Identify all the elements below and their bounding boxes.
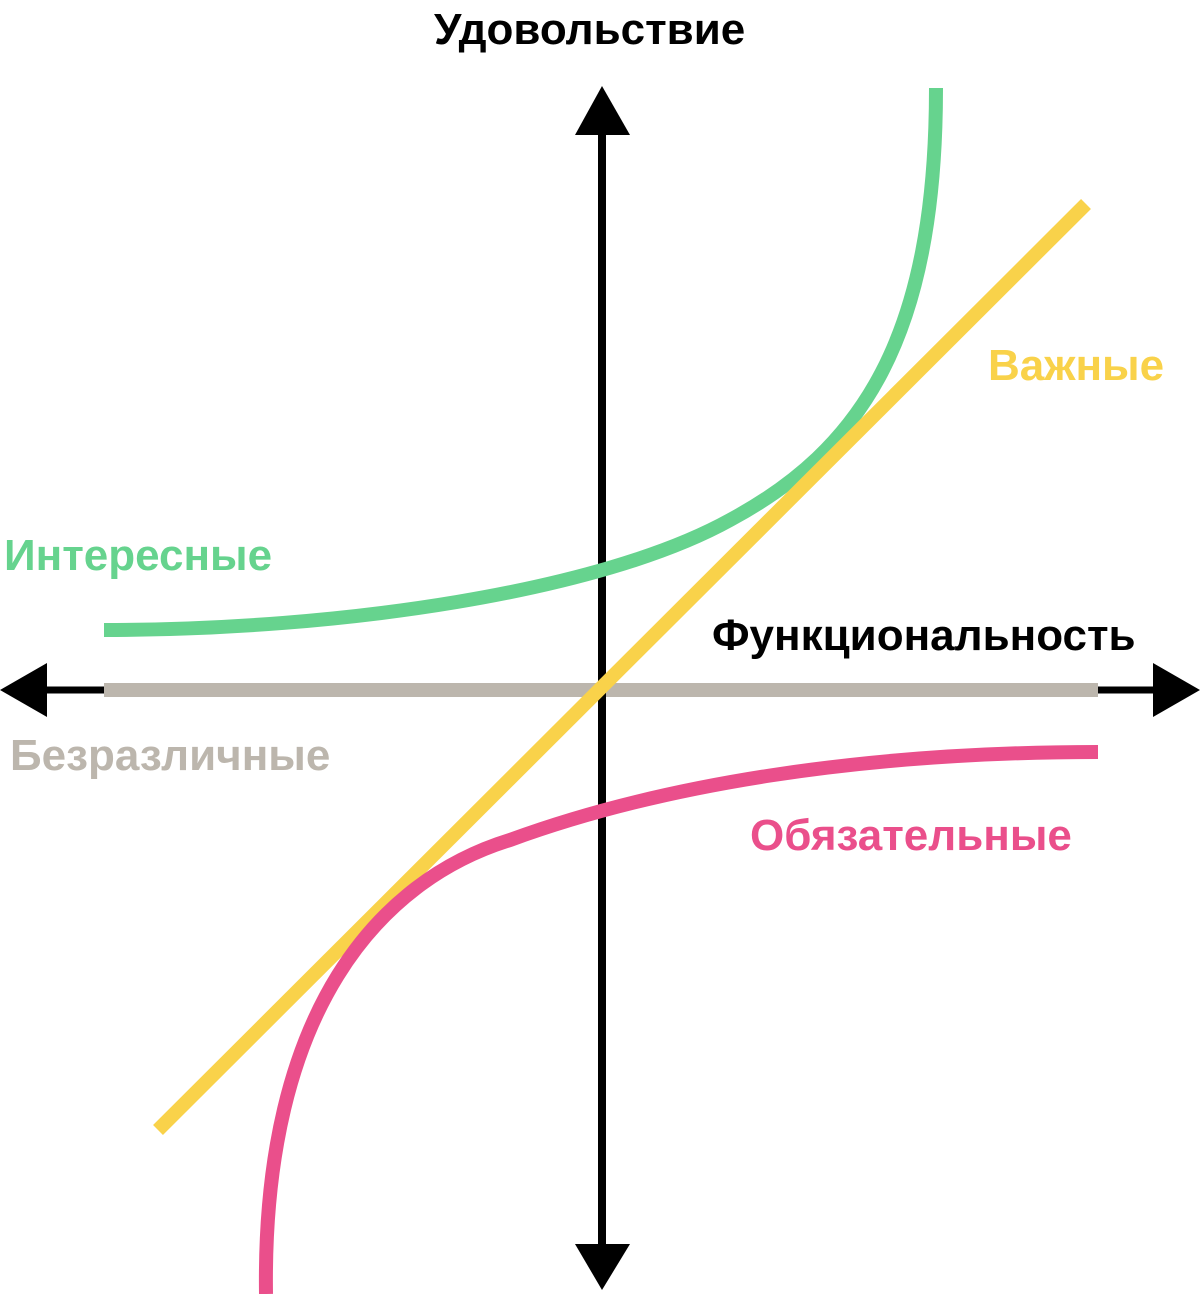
x-axis-label: Функциональность — [712, 611, 1136, 660]
indifferent-curve-label: Безразличные — [10, 731, 331, 780]
must-be-curve — [258, 745, 1099, 1294]
performance-curve — [153, 199, 1091, 1135]
y-axis-arrow-down-icon — [575, 1244, 630, 1290]
y-axis-arrow-up-icon — [575, 86, 630, 135]
x-axis-arrow-left-icon — [0, 663, 47, 717]
performance-curve-label: Важные — [988, 341, 1165, 390]
attractive-curve-label: Интересные — [4, 531, 273, 580]
y-axis-label: Удовольствие — [434, 5, 746, 54]
attractive-curve — [103, 87, 943, 637]
x-axis-arrow-right-icon — [1153, 663, 1200, 717]
must-be-curve-label: Обязательные — [750, 811, 1072, 860]
